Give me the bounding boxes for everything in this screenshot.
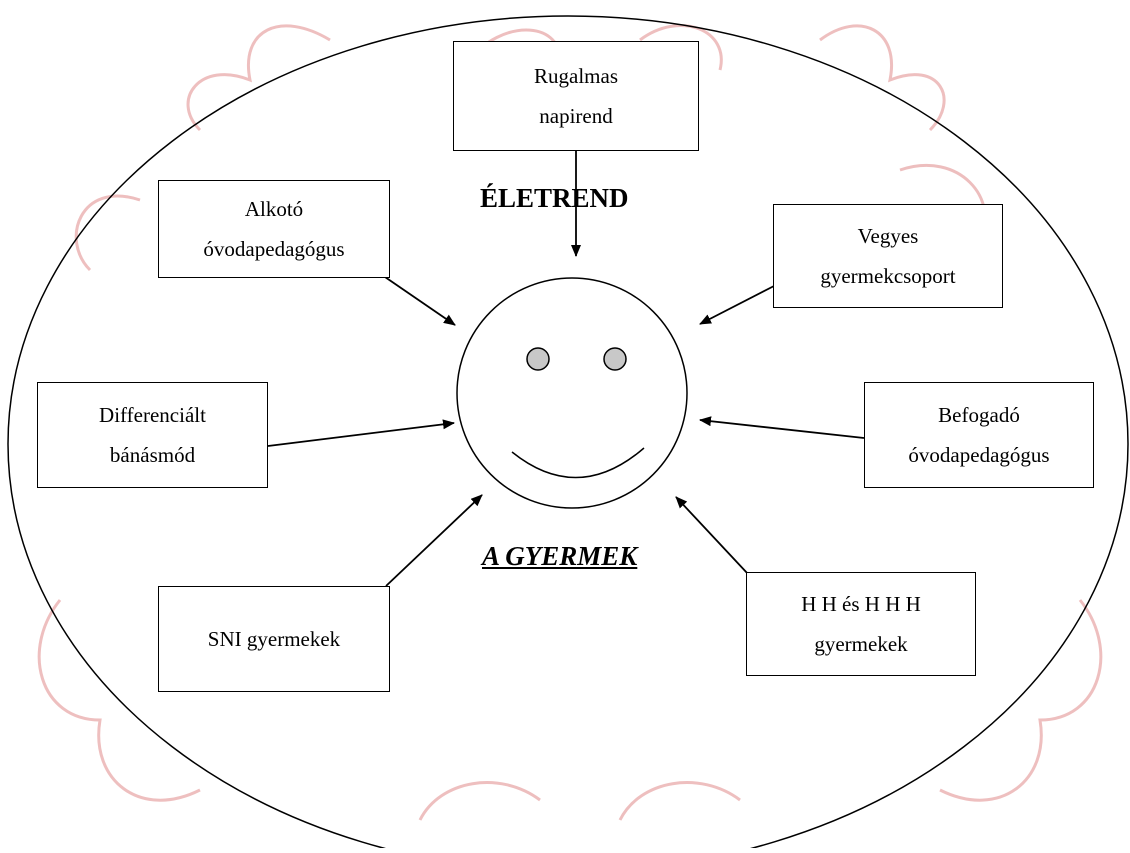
- flower-watermark: [37, 24, 1103, 821]
- box-line-2: gyermekcsoport: [820, 264, 956, 288]
- box-line-2: óvodapedagógus: [908, 443, 1050, 467]
- face-circle: [456, 277, 688, 509]
- arrows: [267, 150, 865, 587]
- arrow-sni: [385, 494, 483, 587]
- box-line-2: napirend: [539, 104, 613, 128]
- box-line-1: H H és H H H: [801, 592, 921, 616]
- center-label: A GYERMEK: [482, 541, 638, 571]
- box-line-2: óvodapedagógus: [203, 237, 345, 261]
- arrow-befogado: [699, 416, 865, 439]
- arrow-vegyes: [699, 285, 775, 325]
- box-line-2: bánásmód: [109, 443, 196, 467]
- arrow-hh: [675, 496, 749, 575]
- box-differencialt-banasmod: Differenciált bánásmód: [37, 382, 268, 488]
- left-eye: [526, 347, 550, 371]
- box-line-1: Befogadó: [938, 403, 1020, 427]
- box-hh-gyermekek: H H és H H H gyermekek: [746, 572, 976, 676]
- box-alkoto-ovodapedagogus: Alkotó óvodapedagógus: [158, 180, 390, 278]
- box-line-1: Rugalmas: [534, 64, 618, 88]
- right-eye: [603, 347, 627, 371]
- outer-ellipse: [7, 15, 1129, 853]
- box-line-1: Alkotó: [244, 197, 304, 221]
- box-line-1: Differenciált: [99, 403, 206, 427]
- box-befogado-ovodapedagogus: Befogadó óvodapedagógus: [864, 382, 1094, 488]
- box-line-1: SNI gyermekek: [207, 627, 341, 651]
- box-rugalmas-napirend: Rugalmas napirend: [453, 41, 699, 151]
- arrow-alkoto: [384, 276, 456, 326]
- box-line-2: gyermekek: [814, 632, 908, 656]
- diagram-title: ÉLETREND: [480, 183, 629, 213]
- box-sni-gyermekek: SNI gyermekek: [158, 586, 390, 692]
- smiley-face-icon: [456, 277, 688, 509]
- box-vegyes-gyermekcsoport: Vegyes gyermekcsoport: [773, 204, 1003, 308]
- box-line-1: Vegyes: [857, 224, 919, 248]
- arrow-differencialt: [267, 419, 455, 447]
- smile-mouth: [511, 447, 645, 479]
